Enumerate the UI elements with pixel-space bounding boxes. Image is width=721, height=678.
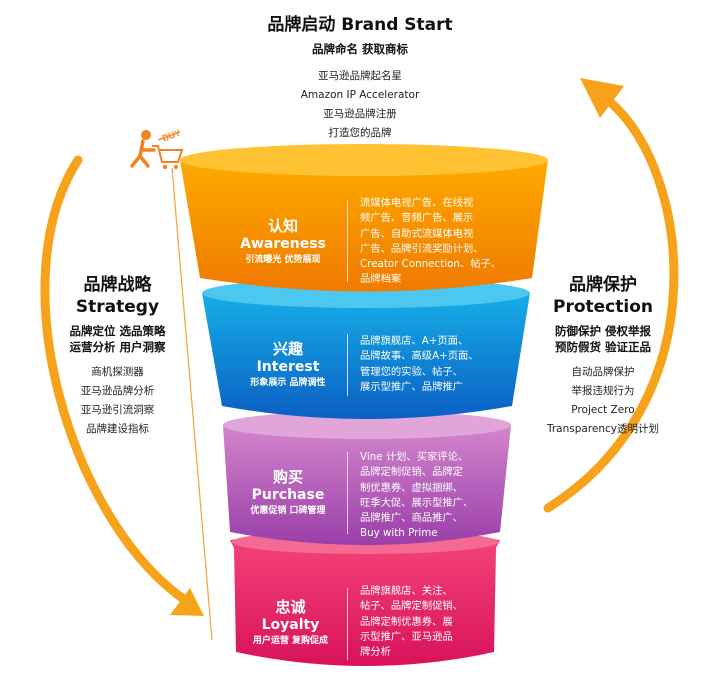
stage-desc-line: 品牌定制优惠券、展 [360, 615, 453, 628]
tier-purchase-shape [223, 415, 511, 545]
stage-desc-line: 品牌档案 [360, 273, 402, 286]
stage-subtitle: 用户运营 复购促成 [252, 636, 329, 646]
strategy-item: 亚马逊品牌分析 [80, 385, 155, 397]
stage-desc-line: 广告、自助式流媒体电视 [360, 227, 474, 240]
stage-desc-line: 帖子、品牌定制促销、 [360, 600, 463, 613]
stage-loyalty-label: 忠诚 Loyalty 用户运营 复购促成 [243, 596, 338, 646]
stage-title-cn: 购买 [272, 468, 303, 486]
protection-subtitle: 防御保护 侵权举报 [554, 324, 651, 338]
brand-start-item: 打造您的品牌 [328, 127, 392, 139]
stage-desc-line: 制优惠券、虚拟捆绑、 [360, 481, 463, 494]
stage-loyalty-desc: 品牌旗舰店、关注、 帖子、品牌定制促销、 品牌定制优惠券、展 示型推广、亚马逊品… [360, 584, 463, 660]
stage-desc-line: 示型推广、亚马逊品 [360, 630, 453, 643]
protection-item: Project Zero [571, 404, 635, 416]
protection-subtitle: 预防假货 验证正品 [554, 340, 651, 354]
stage-awareness-label: 认知 Awareness 引流曝光 优势展现 [228, 215, 338, 265]
stage-desc-line: 广告、品牌引流奖励计划、 [360, 242, 484, 255]
stage-desc-line: 品牌推广、商品推广、 [360, 512, 463, 525]
stage-desc-line: Creator Connection、帖子、 [360, 258, 502, 271]
stage-desc-line: 展示型推广、品牌推广 [360, 380, 463, 393]
stage-desc-line: Vine 计划、买家评论、 [360, 451, 469, 463]
stage-desc-line: 牌分析 [360, 646, 391, 659]
left-cycle-arrow [40, 155, 190, 605]
stage-purchase-desc: Vine 计划、买家评论、 品牌定制促销、品牌定 制优惠券、虚拟捆绑、 旺季大促… [360, 450, 473, 542]
stage-subtitle: 引流曝光 优势展现 [245, 255, 321, 265]
protection-title-cn: 品牌保护 [569, 275, 637, 295]
stage-desc-line: 品牌旗舰店、A+页面、 [360, 335, 469, 347]
stage-desc-line: 频广告、音频广告、展示 [360, 212, 474, 225]
brand-start-item: 亚马逊品牌注册 [323, 108, 397, 120]
stage-desc-line: 旺季大促、展示型推广、 [360, 496, 474, 509]
tier-awareness-shape [180, 145, 548, 292]
stage-desc-line: 品牌定制促销、品牌定 [360, 466, 463, 479]
protection-item: Transparency透明计划 [546, 423, 660, 435]
protection-item: 举报违规行为 [571, 385, 635, 397]
stage-title-cn: 忠诚 [275, 598, 306, 616]
stage-divider [347, 200, 348, 282]
stage-subtitle: 形象展示 品牌调性 [250, 378, 326, 388]
brand-start-item: 亚马逊品牌起名星 [318, 70, 402, 82]
stage-title-en: Awareness [240, 236, 326, 252]
stage-desc-line: 流媒体电视广告、在线视 [360, 197, 474, 209]
protection-section: 品牌保护 Protection 防御保护 侵权举报 预防假货 验证正品 自动品牌… [528, 270, 678, 439]
protection-item: 自动品牌保护 [571, 366, 635, 378]
stage-interest-desc: 品牌旗舰店、A+页面、 品牌故事、高级A+页面、 管理您的实验、帖子、 展示型推… [360, 334, 479, 395]
stage-divider [347, 588, 348, 660]
stage-awareness-desc: 流媒体电视广告、在线视 频广告、音频广告、展示 广告、自助式流媒体电视 广告、品… [360, 196, 501, 288]
stage-desc-line: 管理您的实验、帖子、 [360, 365, 463, 378]
protection-title-en: Protection [553, 297, 653, 317]
tier-loyalty-shape [230, 530, 500, 666]
stage-divider [347, 452, 348, 534]
strategy-subtitle: 运营分析 用户洞察 [69, 340, 166, 354]
strategy-title-cn: 品牌战略 [83, 275, 152, 295]
cart-buy-label: BUY [161, 128, 182, 143]
stage-title-cn: 兴趣 [272, 340, 303, 358]
stage-title-en: Interest [256, 359, 320, 375]
stage-divider [347, 334, 348, 396]
strategy-item: 商机探测器 [91, 366, 144, 378]
stage-subtitle: 优惠促销 口碑管理 [250, 506, 326, 516]
tier-interest-shape [202, 281, 530, 419]
shopping-cart-icon [130, 130, 184, 170]
strategy-title-en: Strategy [75, 297, 160, 317]
stage-desc-line: 品牌旗舰店、关注、 [360, 585, 453, 597]
strategy-subtitle: 品牌定位 选品策略 [69, 324, 166, 338]
stage-title-en: Loyalty [261, 617, 320, 633]
strategy-item: 亚马逊引流洞察 [80, 404, 155, 416]
stage-purchase-label: 购买 Purchase 优惠促销 口碑管理 [238, 466, 338, 516]
strategy-section: 品牌战略 Strategy 品牌定位 选品策略 运营分析 用户洞察 商机探测器 … [40, 270, 195, 439]
brand-start-item: Amazon IP Accelerator [300, 89, 420, 101]
stage-title-cn: 认知 [267, 217, 298, 235]
brand-start-section: 品牌启动 Brand Start 品牌命名 获取商标 亚马逊品牌起名星 Amaz… [210, 10, 510, 143]
right-cycle-arrow [543, 97, 679, 513]
stage-title-en: Purchase [251, 487, 325, 503]
left-arrow-head [170, 588, 204, 616]
stage-desc-line: Buy with Prime [360, 527, 438, 540]
strategy-item: 品牌建设指标 [86, 423, 149, 435]
brand-start-subtitle: 品牌命名 获取商标 [311, 42, 408, 56]
stage-desc-line: 品牌故事、高级A+页面、 [360, 350, 479, 363]
brand-start-title: 品牌启动 Brand Start [267, 15, 453, 35]
right-arrow-head [580, 78, 624, 118]
stage-interest-label: 兴趣 Interest 形象展示 品牌调性 [238, 338, 338, 388]
